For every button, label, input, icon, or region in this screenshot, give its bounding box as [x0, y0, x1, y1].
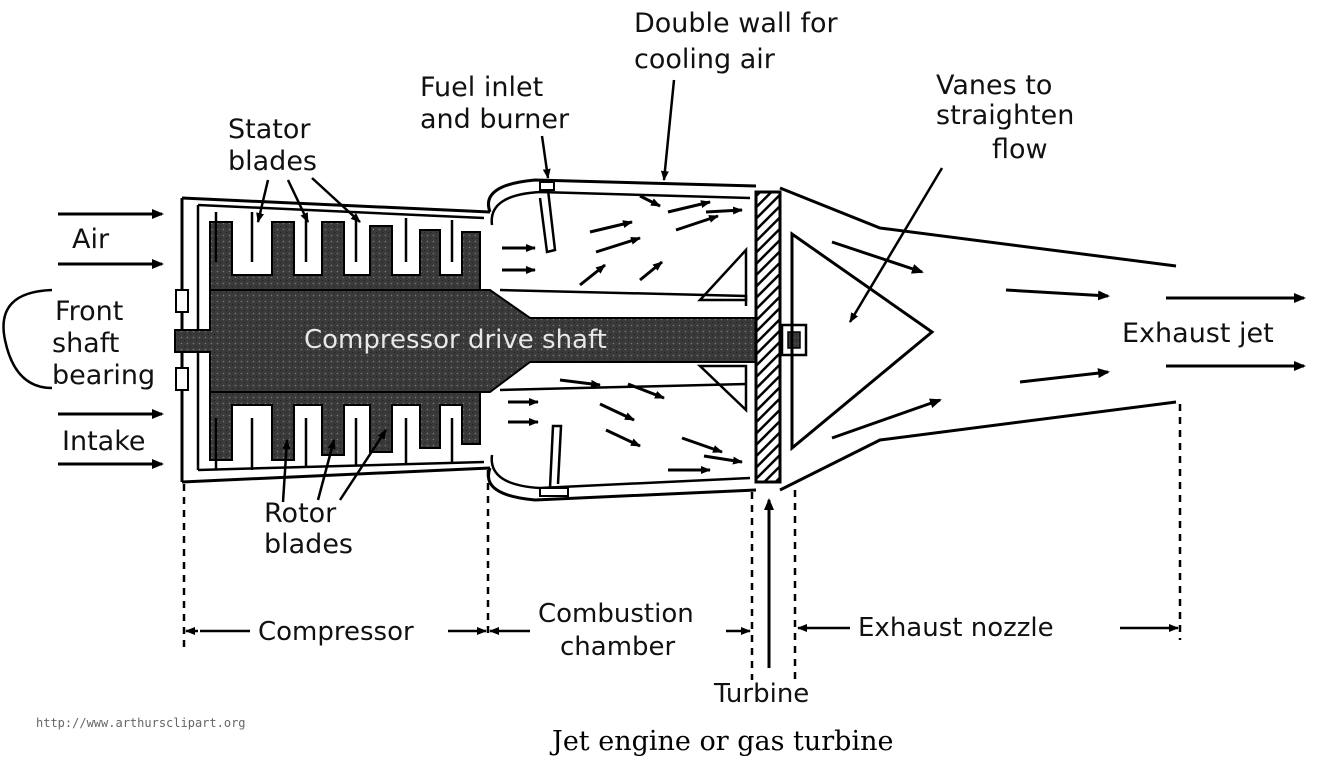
- label-front-line2: shaft: [52, 328, 119, 359]
- label-vanes-line2: straighten: [936, 100, 1074, 131]
- label-exhaust-nozzle: Exhaust nozzle: [858, 613, 1054, 643]
- label-fuel-inlet-line1: Fuel inlet: [420, 72, 543, 103]
- exhaust-nozzle: [779, 186, 1177, 492]
- label-front-line3: bearing: [52, 360, 155, 391]
- compressor-rotor: [174, 221, 808, 461]
- label-rotor-line1: Rotor: [264, 498, 337, 529]
- label-compressor-drive-shaft: Compressor drive shaft: [304, 325, 607, 355]
- label-front-line1: Front: [55, 296, 123, 327]
- label-air: Air: [72, 224, 110, 255]
- leader-lines: [2, 79, 944, 668]
- diagram-caption: Jet engine or gas turbine: [549, 726, 893, 757]
- label-double-wall-line2: cooling air: [634, 44, 776, 75]
- airflow-arrows: [58, 194, 1306, 474]
- credit-url: http://www.arthursclipart.org: [36, 716, 246, 730]
- stator-blades: [175, 212, 454, 470]
- label-compressor: Compressor: [258, 617, 414, 647]
- section-markers: [182, 404, 1182, 680]
- label-stator-line2: blades: [228, 146, 317, 177]
- label-combustion-line2: chamber: [560, 632, 676, 662]
- label-double-wall-line1: Double wall for: [634, 8, 838, 39]
- label-turbine: Turbine: [713, 679, 809, 709]
- label-rotor-line2: blades: [264, 529, 353, 560]
- diagram-labels: Double wall for cooling air Fuel inlet a…: [52, 8, 1274, 709]
- compressor-casing: [180, 196, 491, 484]
- label-fuel-inlet-line2: and burner: [420, 104, 570, 135]
- label-combustion-line1: Combustion: [538, 599, 694, 629]
- label-stator-line1: Stator: [228, 114, 311, 145]
- label-vanes-line3: flow: [992, 134, 1048, 165]
- label-exhaust-jet: Exhaust jet: [1122, 318, 1274, 349]
- turbine: [754, 190, 782, 484]
- combustion-chamber: [487, 178, 757, 502]
- label-intake: Intake: [62, 426, 146, 457]
- label-vanes-line1: Vanes to: [936, 70, 1052, 101]
